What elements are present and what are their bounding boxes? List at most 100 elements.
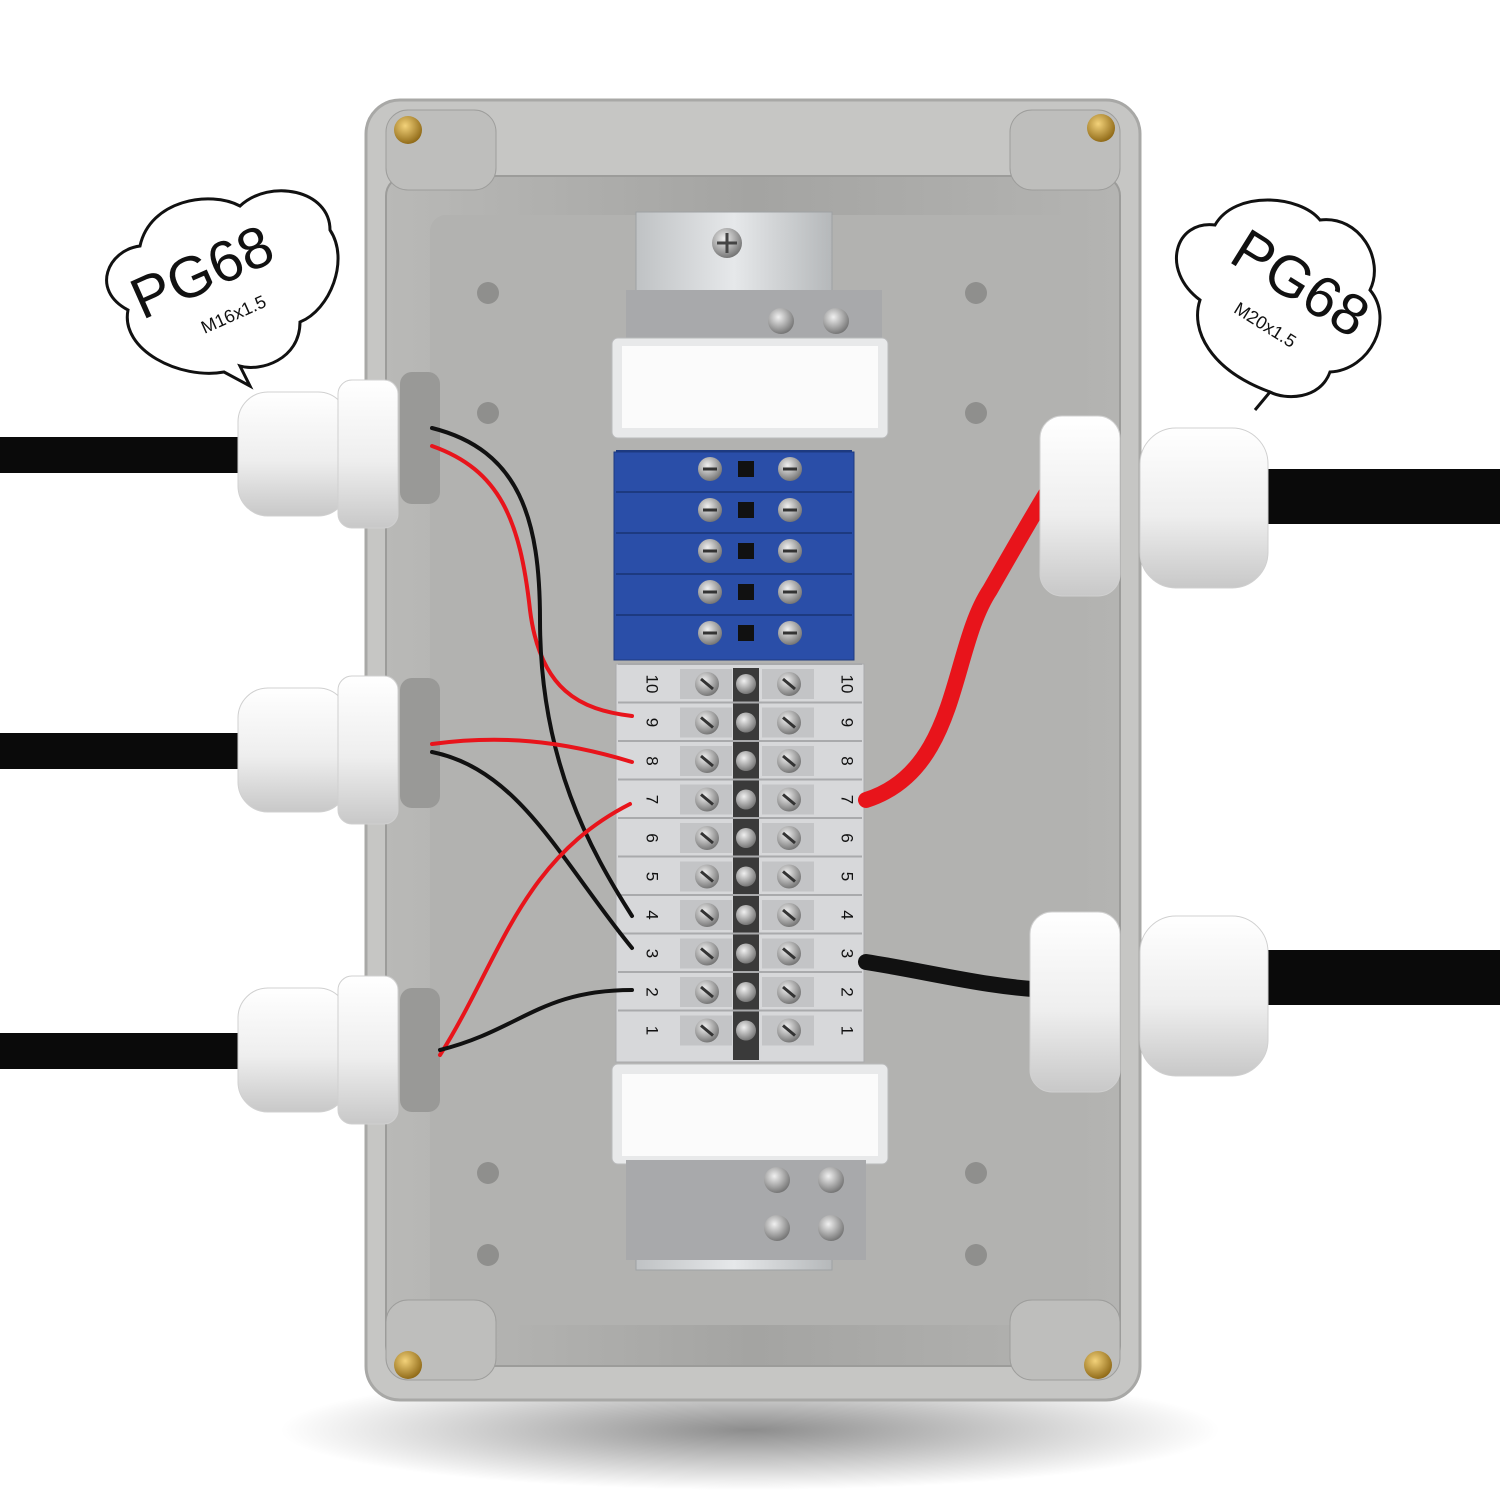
clamp-screw: [768, 308, 794, 334]
wire-entry: [738, 502, 754, 518]
grey-terminal-block: 10 10 9 9 8 8 7 7 6 6 5 5 4 4 3 3 2 2 1 1: [615, 663, 865, 1063]
mount-hole: [477, 402, 499, 424]
wire-black: [430, 426, 634, 918]
screw-slot: [782, 831, 796, 845]
screw-slot: [782, 985, 796, 999]
bridge-screw: [736, 1020, 756, 1041]
screw-slot: [782, 677, 796, 691]
mount-hole: [477, 1244, 499, 1266]
cable-gland-right-top: [1039, 415, 1269, 597]
wire-red: [430, 444, 634, 718]
bridge-screw: [736, 712, 756, 733]
terminal-number-left: 4: [643, 910, 662, 919]
bridge-screw: [736, 866, 756, 887]
rail-screw-slot: [717, 233, 737, 253]
screw-slot: [700, 870, 714, 883]
brass-insert: [1084, 1351, 1112, 1379]
screw-slot: [700, 793, 714, 806]
terminal-number-right: 8: [838, 756, 857, 765]
screw-slot: [782, 870, 796, 883]
screw-slot: [782, 754, 796, 768]
cable-right-bottom: [1260, 950, 1500, 1005]
screw-slot: [782, 908, 796, 922]
brass-insert: [394, 1351, 422, 1379]
clamp-screw: [823, 308, 849, 334]
cable-gland-left-bottom: [237, 975, 399, 1125]
screw-slot: [700, 716, 714, 729]
blue-terminal-body: [613, 451, 855, 661]
wire-entry: [738, 543, 754, 559]
wire-black: [438, 988, 634, 1052]
clamp-screw: [764, 1167, 790, 1193]
terminal-number-right: 2: [838, 987, 857, 996]
wire-black-thick: [858, 954, 1058, 998]
terminal-number-left: 1: [643, 1026, 662, 1035]
wire-entry: [738, 625, 754, 641]
terminal-number-right: 1: [838, 1026, 857, 1035]
bridge-screw: [736, 789, 756, 810]
terminal-number-right: 9: [838, 718, 857, 727]
mount-hole: [965, 1244, 987, 1266]
brass-insert: [394, 116, 422, 144]
terminal-number-right: 3: [838, 949, 857, 958]
bridge-screw: [736, 751, 756, 771]
callout-right: PG68 M20x1.5: [1174, 198, 1382, 411]
wire-entry: [738, 461, 754, 477]
callout-bubble: [105, 189, 340, 390]
bridge-screw: [736, 905, 756, 925]
blue-terminal-block: [613, 450, 855, 661]
terminal-number-left: 2: [643, 987, 662, 996]
terminal-number-right: 6: [838, 833, 857, 842]
bridge-screw: [736, 674, 756, 694]
mount-hole: [965, 282, 987, 304]
marker-label: [622, 1074, 878, 1156]
cable-gland-left-top: [237, 379, 399, 529]
callout-bubble: [1174, 198, 1382, 411]
mount-hole: [965, 1162, 987, 1184]
terminal-number-left: 6: [643, 833, 662, 842]
screw-slot: [782, 793, 796, 806]
terminal-number-left: 3: [643, 949, 662, 958]
terminal-number-right: 7: [838, 795, 857, 804]
end-clamp-top: [611, 290, 889, 439]
wire-red: [430, 737, 634, 764]
screw-slot: [700, 908, 714, 922]
bridge-screw: [736, 943, 756, 964]
external-cables: [0, 437, 1500, 1069]
terminal-number-left: 9: [643, 718, 662, 727]
wall-boss-left: [400, 372, 440, 504]
wire-black: [430, 750, 634, 950]
cable-left-top: [0, 437, 250, 473]
terminal-number-right: 4: [838, 910, 857, 919]
internal-wires: [430, 426, 1058, 1057]
mount-hole: [477, 1162, 499, 1184]
screw-slot: [782, 947, 796, 960]
callout-left: PG68 M16x1.5: [105, 189, 340, 390]
screw-slot: [700, 985, 714, 999]
cable-gland-right-bottom: [1029, 911, 1269, 1093]
cable-left-bottom: [0, 1033, 250, 1069]
terminal-number-left: 7: [643, 795, 662, 804]
mount-hole: [477, 282, 499, 304]
cable-left-middle: [0, 733, 250, 769]
terminal-number-left: 8: [643, 756, 662, 765]
screw-slot: [700, 754, 714, 768]
brass-insert: [1087, 114, 1115, 142]
end-clamp-bottom: [611, 1063, 889, 1260]
screw-slot: [700, 1024, 714, 1037]
wire-red-thick: [858, 486, 1054, 808]
terminal-number-right: 10: [838, 675, 857, 694]
terminal-number-left: 10: [643, 675, 662, 694]
cable-gland-left-middle: [237, 675, 399, 825]
terminal-number-left: 5: [643, 872, 662, 881]
bridge-screw: [736, 982, 756, 1002]
terminal-number-right: 5: [838, 872, 857, 881]
clamp-screw: [764, 1215, 790, 1241]
clamp-screw: [818, 1215, 844, 1241]
screw-slot: [700, 677, 714, 691]
wall-boss-left: [400, 678, 440, 808]
screw-slot: [782, 1024, 796, 1037]
mount-hole: [965, 402, 987, 424]
screw-slot: [700, 947, 714, 960]
